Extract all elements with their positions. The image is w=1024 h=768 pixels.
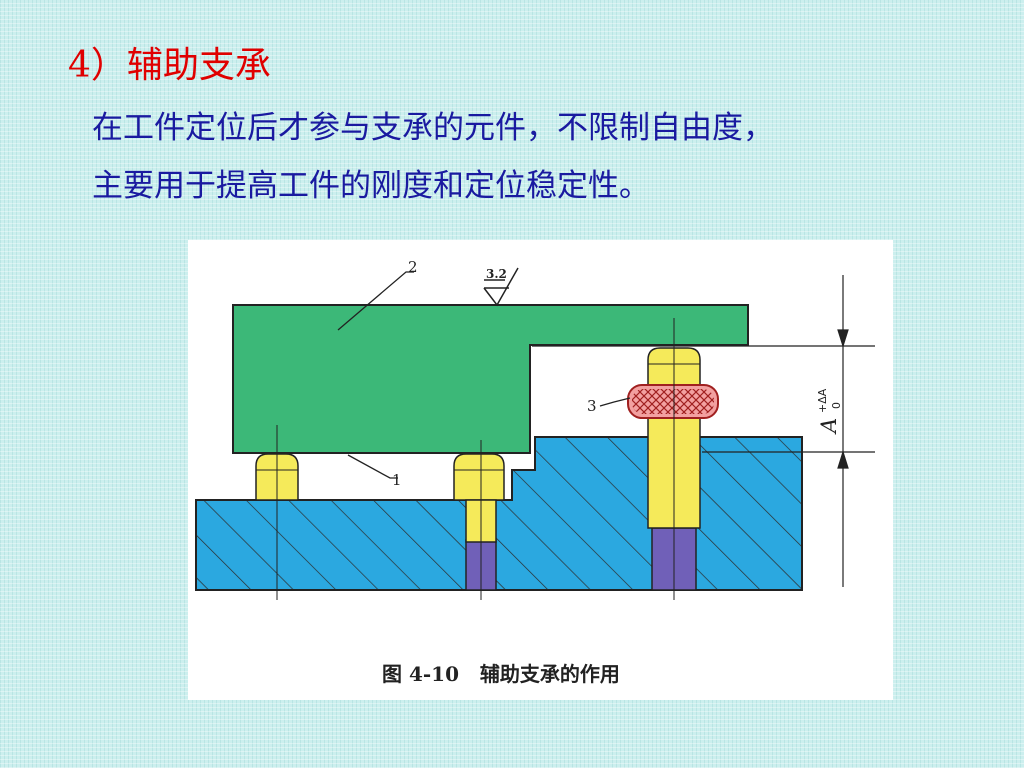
leader-lines: [337, 271, 631, 479]
part-label-2: 2: [408, 258, 418, 276]
figure-panel: 3.2 2 1 3 A +ΔA 0: [188, 240, 893, 700]
center-lines: [276, 318, 675, 600]
body-text-line-2: 主要用于提高工件的刚度和定位稳定性。: [92, 168, 650, 204]
part-label-3: 3: [587, 397, 597, 415]
slide-title: 4）辅助支承: [68, 45, 271, 86]
workpiece: [232, 304, 749, 454]
dimension-upper-deviation: +ΔA: [816, 388, 829, 413]
part-label-1: 1: [392, 471, 402, 489]
roughness-value: 3.2: [486, 267, 507, 281]
body-text-line-1: 在工件定位后才参与支承的元件，不限制自由度，: [92, 110, 774, 146]
dimension-lower-deviation: 0: [830, 402, 843, 409]
dimension-label: A +ΔA 0: [816, 388, 843, 435]
dimension-letter: A: [817, 418, 841, 435]
figure-caption: 图 4-10 辅助支承的作用: [382, 662, 620, 686]
surface-roughness-symbol: [483, 267, 519, 307]
auxiliary-support-diagram: 3.2 2 1 3 A +ΔA 0: [195, 258, 875, 600]
dimension-lines: [532, 275, 875, 587]
